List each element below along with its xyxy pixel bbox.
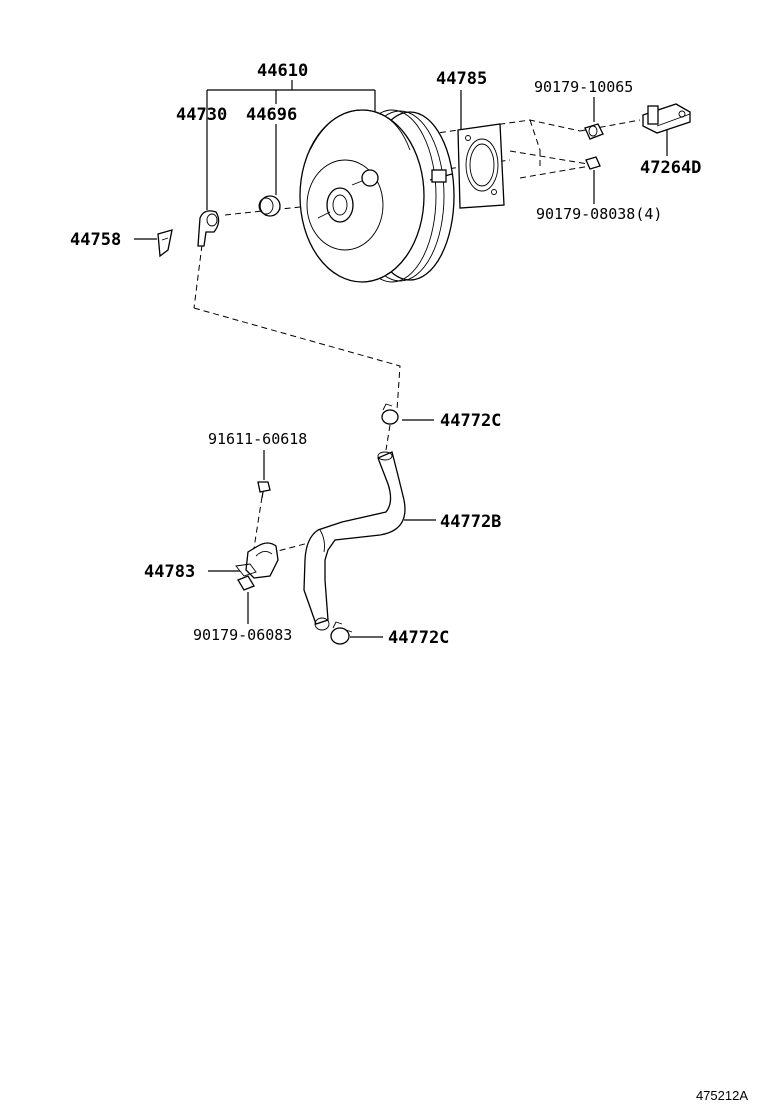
- brake-booster: [299, 109, 455, 283]
- nut-90179-08038: [585, 156, 601, 170]
- diagram-id: 475212A: [696, 1088, 748, 1103]
- label-90179-10065: 90179-10065: [534, 78, 633, 96]
- bolt-91611-60618: [257, 481, 271, 499]
- label-44758: 44758: [70, 230, 121, 250]
- label-44772B: 44772B: [440, 512, 501, 532]
- clamp-44758: [157, 229, 173, 258]
- label-91611-60618: 91611-60618: [208, 430, 307, 448]
- part-labels: 44610 44730 44696 44785 90179-10065 4726…: [70, 61, 701, 648]
- label-44772C-bottom: 44772C: [388, 628, 449, 648]
- hose-clamp-44772C-bottom: [330, 621, 353, 645]
- bracket-44783: [235, 542, 279, 579]
- check-valve-44730: [197, 210, 220, 247]
- label-44730: 44730: [176, 105, 227, 125]
- label-90179-06083: 90179-06083: [193, 626, 292, 644]
- label-44696: 44696: [246, 105, 297, 125]
- grommet-44696: [258, 195, 281, 217]
- label-44785: 44785: [436, 69, 487, 89]
- hose-44772B: [303, 451, 406, 631]
- label-47264D: 47264D: [640, 158, 701, 178]
- label-44610: 44610: [257, 61, 308, 81]
- label-90179-08038: 90179-08038(4): [536, 205, 662, 223]
- nut-90179-06083: [237, 575, 255, 591]
- leader-lines: [134, 80, 668, 638]
- gasket-44785: [457, 123, 505, 209]
- clevis-47264D: [642, 103, 691, 134]
- label-44772C-top: 44772C: [440, 411, 501, 431]
- hose-clamp-44772C-top: [381, 403, 399, 425]
- nut-90179-10065: [584, 123, 604, 140]
- label-44783: 44783: [144, 562, 195, 582]
